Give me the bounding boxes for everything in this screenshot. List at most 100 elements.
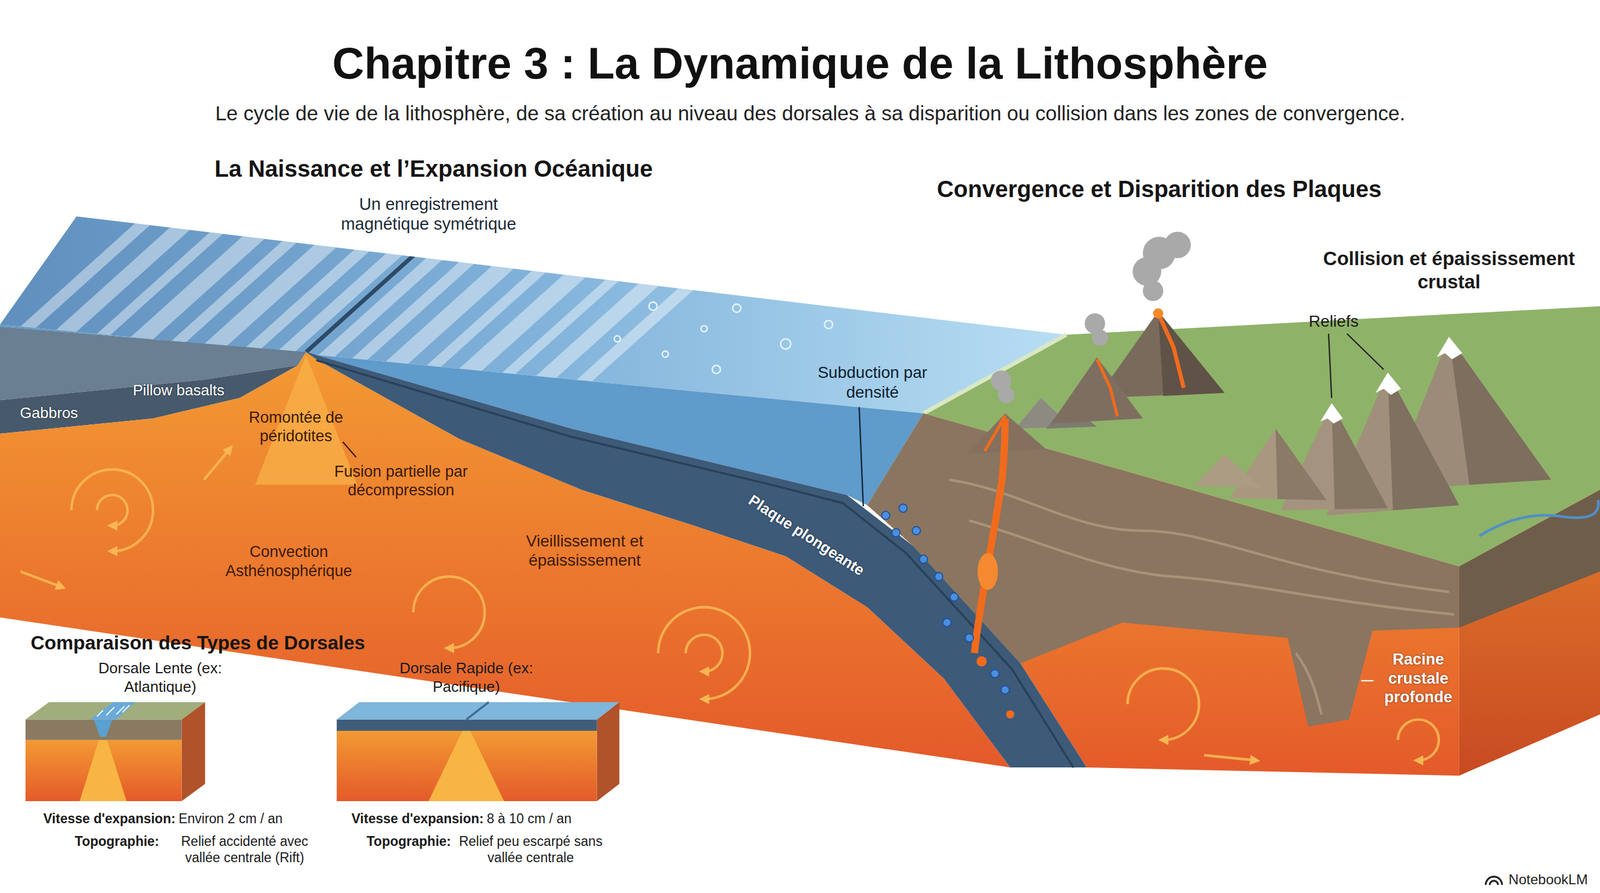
callout-label: Convection Asthénosphérique (213, 542, 365, 581)
convection-arrow (71, 469, 153, 551)
smoke-puff (990, 370, 1012, 391)
panel-heading: Comparaison des Types de Dorsales (30, 631, 366, 655)
crater-lava (1152, 308, 1164, 319)
coastline (923, 334, 1067, 414)
fluid-bubble (919, 555, 928, 564)
smoke-puff (1084, 313, 1106, 334)
fluid-bubble (990, 669, 999, 678)
magnetic-stripe (502, 216, 689, 375)
fold-line (1295, 652, 1322, 714)
property-name: Topographie: (366, 833, 452, 850)
lava-drops (976, 656, 1015, 719)
leader-line (859, 406, 864, 506)
convection-arrow (204, 448, 230, 480)
property-name: Vitesse d'expansion: (43, 811, 175, 828)
fluid-bubble (1001, 686, 1010, 695)
bubble (648, 302, 657, 311)
callout-label: Vieillissement et épaississement (506, 531, 664, 571)
callout-label: Collision et épaississement crustal (1315, 247, 1583, 294)
plate-crust-line (316, 360, 1074, 768)
leader-line (1361, 680, 1374, 682)
layer-label: Gabbros (19, 404, 78, 423)
block-upwelling (428, 722, 505, 802)
fluid-bubble (881, 511, 890, 520)
callout-label: Subduction par densité (814, 363, 931, 403)
page-title: Chapitre 3 : La Dynamique de la Lithosph… (332, 36, 1269, 90)
smoke-puff (1164, 231, 1192, 259)
block-side (181, 702, 205, 802)
mountain (1326, 372, 1460, 516)
mountain-shade (1275, 428, 1327, 500)
convection-arrow (1127, 668, 1199, 741)
right-face-crust (1459, 490, 1600, 628)
mountain (1193, 454, 1260, 488)
convection-arrow (658, 606, 750, 699)
magnetic-stripe (20, 170, 210, 328)
magma-chamber (977, 552, 998, 590)
section-heading: La Naissance et l’Expansion Océanique (214, 154, 653, 183)
convection-arrow (97, 494, 128, 526)
convection-arrows (20, 448, 1439, 760)
magnetic-stripe (56, 173, 250, 332)
convection-arrow (1204, 755, 1256, 761)
watermark-arc (1489, 880, 1498, 885)
mountain-range (1015, 336, 1551, 516)
river (1479, 500, 1599, 536)
convection-arrow (20, 571, 62, 587)
bubble (780, 338, 792, 350)
slow-ridge-block (25, 702, 206, 802)
water-bubbles (614, 302, 834, 374)
lava-flow (1097, 359, 1118, 417)
snow-cap (1436, 336, 1463, 360)
fluid-bubble (950, 593, 959, 602)
page-subtitle: Le cycle de vie de la lithosphère, de sa… (215, 101, 1406, 126)
fluid-bubble (934, 572, 944, 581)
magma-ascent (974, 418, 1006, 654)
property-name: Vitesse d'expansion: (351, 811, 484, 828)
layer-label: Pillow basalts (132, 381, 225, 400)
volcano-shade (1158, 311, 1225, 396)
lava-drop (976, 656, 988, 667)
fluid-bubble (965, 633, 974, 642)
property-value: Relief peu escarpé sans vallée centrale (455, 833, 607, 866)
section-heading: Convergence et Disparition des Plaques (936, 175, 1382, 203)
convection-arrow (413, 576, 485, 649)
fast-ridge-block (336, 702, 620, 802)
magnetic-stripe (97, 177, 284, 336)
bubble (701, 325, 708, 332)
ridge-axis (466, 702, 489, 720)
fluid-bubble (898, 504, 907, 513)
property-name: Topographie: (75, 833, 160, 850)
bubble (732, 304, 741, 313)
magnetic-stripe (576, 223, 766, 382)
bubble (614, 336, 621, 343)
fluid-bubble (912, 526, 921, 535)
rift-texture (97, 705, 130, 717)
leader-line (1328, 333, 1332, 399)
callout-label: Un enregistrement magnétique symétrique (320, 194, 537, 235)
callout-label: Romontée de péridotites (237, 407, 355, 446)
callout-label: Racine crustale profonde (1376, 650, 1461, 707)
oceanic-plate (306, 352, 1088, 768)
bubble (824, 320, 833, 329)
watermark: NotebookLM (1508, 870, 1588, 888)
block-top (336, 702, 620, 720)
volcano (1051, 356, 1144, 424)
panel-caption: Dorsale Lente (ex: Atlantique) (90, 659, 231, 696)
watermark-arc (1485, 876, 1502, 885)
property-value: Relief accidenté avec vallée centrale (R… (163, 833, 327, 866)
convection-arrow (685, 634, 723, 672)
leader-lines (343, 333, 1384, 681)
fold-line (969, 520, 1455, 614)
magnetic-stripe (130, 180, 327, 339)
lava-drop (1006, 710, 1015, 719)
magnetic-stripe (535, 219, 730, 378)
rift-valley (89, 702, 136, 720)
block-side (597, 702, 620, 802)
snow-cap (1320, 402, 1344, 424)
watermark-icon (1485, 876, 1502, 885)
right-face-mantle (1459, 490, 1600, 777)
snow-cap (1375, 372, 1402, 396)
